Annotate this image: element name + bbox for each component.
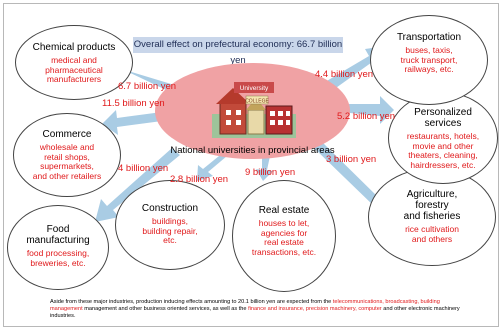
sector-realestate: Real estate houses to let, agencies for … xyxy=(232,180,336,292)
sector-title: Chemical products xyxy=(32,42,116,53)
amount-construction: 2.8 billion yen xyxy=(170,174,229,185)
arrow-personalized xyxy=(340,96,394,124)
sector-title: Food manufacturing xyxy=(26,224,90,246)
arrow-construction xyxy=(197,156,227,181)
footnote-highlight: finance and insurance, precision machine… xyxy=(248,306,382,312)
amount-realestate: 9 billion yen xyxy=(245,167,296,178)
footnote-highlight: telecommunications, broadcasting, buildi… xyxy=(50,299,440,312)
amount-commerce: 11.5 billion yen xyxy=(102,98,165,109)
footnote-text: Aside from these major industries, produ… xyxy=(50,299,333,305)
sector-desc: houses to let, agencies for real estate … xyxy=(251,218,317,257)
center-label: National universities in provincial area… xyxy=(170,145,335,156)
amount-food: 4 billion yen xyxy=(118,163,169,174)
sector-title: Real estate xyxy=(258,205,310,216)
sector-desc: medical and pharmaceutical manufacturers xyxy=(45,55,103,84)
footnote-text: management and other business oriented s… xyxy=(82,306,249,312)
sector-title: Personalized services xyxy=(414,107,472,129)
arrow-realestate xyxy=(256,156,273,181)
sector-title: Transportation xyxy=(396,32,462,43)
university-sign: University xyxy=(240,85,269,92)
sector-commerce: Commerce wholesale and retail shops, sup… xyxy=(13,113,121,197)
amount-personalized: 5.2 billion yen xyxy=(337,111,396,122)
arrow-commerce xyxy=(102,110,162,135)
sector-transportation: Transportation buses, taxis, truck trans… xyxy=(370,15,488,105)
amount-chemical: 6.7 billion yen xyxy=(118,81,177,92)
amount-agriculture: 3 billion yen xyxy=(326,154,377,165)
arrow-food xyxy=(95,148,180,222)
college-sign: COLLEGE xyxy=(245,99,269,105)
sector-title: Agriculture, forestry and fisheries xyxy=(403,189,461,222)
footnote: Aside from these major industries, produ… xyxy=(50,299,460,320)
sector-food: Food manufacturing food processing, brew… xyxy=(7,205,109,290)
sector-desc: buses, taxis, truck transport, railways,… xyxy=(400,45,458,74)
sector-chemical: Chemical products medical and pharmaceut… xyxy=(15,25,133,100)
sector-desc: wholesale and retail shops, supermarkets… xyxy=(32,142,102,181)
sector-personalized: Personalized services restaurants, hotel… xyxy=(388,92,498,184)
sector-desc: rice cultivation and others xyxy=(405,224,459,244)
university-icon: University COLLEGE xyxy=(212,82,296,138)
sector-desc: buildings, building repair, etc. xyxy=(142,216,198,245)
sector-desc: restaurants, hotels, movie and other the… xyxy=(406,131,480,170)
footnote-text: and other electronic machinery industrie… xyxy=(50,306,460,319)
amount-transportation: 4.4 billion yen xyxy=(315,69,374,80)
sector-desc: food processing, breweries, etc. xyxy=(26,248,90,268)
sector-agriculture: Agriculture, forestry and fisheries rice… xyxy=(368,168,496,266)
sector-title: Commerce xyxy=(42,129,92,140)
sector-title: Construction xyxy=(141,203,199,214)
sector-construction: Construction buildings, building repair,… xyxy=(115,180,225,270)
overall-effect-banner: Overall effect on prefectural economy: 6… xyxy=(133,37,343,66)
